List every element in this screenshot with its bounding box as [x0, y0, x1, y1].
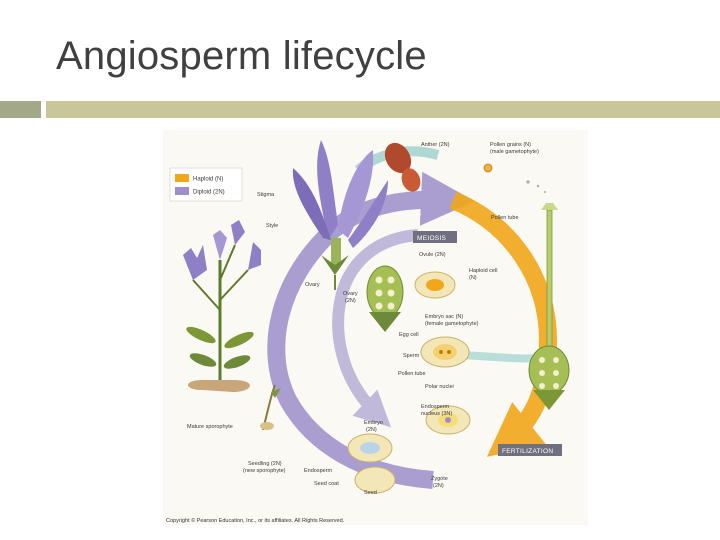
diploid-cycle-arrow-inner	[332, 229, 419, 428]
legend-diploid: Diploid (2N)	[193, 190, 225, 196]
anther-illustration	[384, 142, 421, 192]
meiosis-tag-bg	[413, 231, 457, 243]
label-pollen-grains: Pollen grains (N)	[490, 142, 531, 148]
label-endosperm: Endosperm	[304, 468, 333, 474]
label-ovary2-sub: (2N)	[345, 298, 356, 304]
label-anther: Anther (2N)	[421, 142, 450, 148]
label-embryo: Embryo	[364, 420, 383, 426]
title-accent-bar-right	[46, 101, 720, 118]
label-ovary2: Ovary	[343, 291, 358, 297]
ovary-illustration	[366, 265, 404, 332]
label-endosperm-nucleus-sub: nucleus (3N)	[421, 411, 452, 417]
label-style: Style	[266, 223, 278, 229]
label-embryo-sub: (2N)	[366, 427, 377, 433]
zygote-illustration	[425, 405, 471, 435]
mature-sporophyte-illustration	[183, 220, 261, 392]
label-embryo-sac-sub: (female gametophyte)	[425, 321, 479, 327]
fertilization-tag: FERTILIZATION	[502, 448, 553, 455]
flower-illustration	[292, 140, 388, 290]
label-polar-nuclei: Polar nuclei	[425, 384, 454, 390]
slide-title: Angiosperm lifecycle	[56, 34, 427, 78]
legend-swatch-haploid	[175, 174, 189, 182]
meiosis-tag: MEIOSIS	[417, 235, 447, 242]
copyright-notice: Copyright © Pearson Education, Inc., or …	[166, 517, 345, 524]
pistil-illustration-right	[528, 203, 570, 410]
label-seed-coat: Seed coat	[314, 481, 339, 487]
pollen-grains-illustration	[483, 163, 546, 193]
lifecycle-figure: Haploid (N) Diploid (2N)	[163, 130, 588, 525]
legend-swatch-diploid	[175, 187, 189, 195]
label-zygote: Zygote	[431, 476, 448, 482]
legend-haploid: Haploid (N)	[193, 177, 223, 183]
legend: Haploid (N) Diploid (2N)	[169, 167, 243, 202]
ovule-illustration	[414, 271, 456, 299]
label-haploid-cell: Haploid cell	[469, 268, 497, 274]
haploid-cycle-arrow	[449, 191, 558, 457]
label-seedling: Seedling (2N)	[248, 461, 282, 467]
label-ovary: Ovary	[305, 282, 320, 288]
label-stigma: Stigma	[257, 192, 275, 198]
fertilization-tag-bg	[498, 444, 562, 456]
label-haploid-cell-sub: (N)	[469, 275, 477, 281]
label-pollen-tube: Pollen tube	[398, 371, 426, 377]
label-pollen-grains-sub: (male gametophyte)	[490, 149, 539, 155]
label-sperm: Sperm	[403, 353, 420, 359]
label-seedling-sub: (new sporophyte)	[243, 468, 286, 474]
label-embryo-sac: Embryo sac (N)	[425, 314, 463, 320]
seed-illustration	[354, 466, 396, 494]
label-pollen-tube-top: Pollen tube	[491, 215, 519, 221]
lifecycle-diagram: Haploid (N) Diploid (2N)	[166, 140, 570, 524]
label-ovule: Ovule (2N)	[419, 252, 446, 258]
embryo-seed-illustration	[347, 433, 393, 463]
seedling-illustration	[260, 384, 281, 431]
label-zygote-sub: (2N)	[433, 483, 444, 489]
label-egg-cell: Egg cell	[399, 332, 419, 338]
label-endosperm-nucleus: Endosperm	[421, 404, 450, 410]
label-seed: Seed	[364, 490, 377, 496]
label-mature-sporophyte: Mature sporophyte	[187, 424, 233, 430]
embryo-sac-illustration	[420, 336, 470, 368]
title-accent-bar-left	[0, 101, 41, 118]
